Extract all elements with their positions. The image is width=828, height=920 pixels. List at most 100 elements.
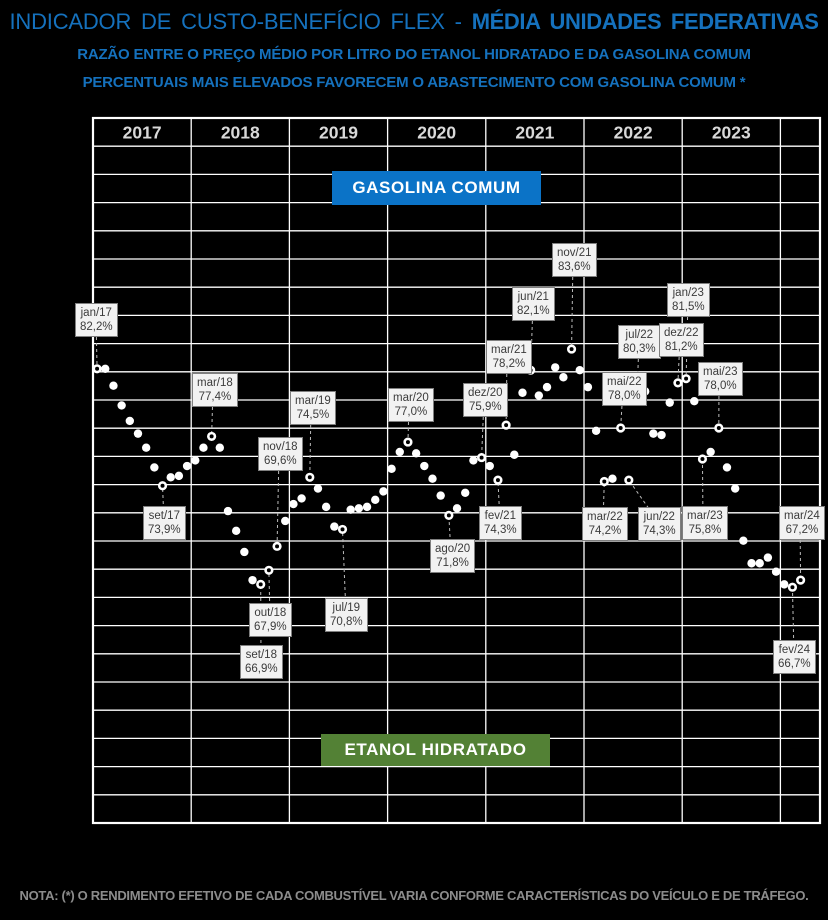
data-point-annotated bbox=[681, 374, 691, 384]
gasolina-comum-badge: GASOLINA COMUM bbox=[332, 171, 541, 205]
subtitle-ratio: RAZÃO ENTRE O PREÇO MÉDIO POR LITRO DO E… bbox=[77, 46, 751, 63]
data-point bbox=[395, 447, 404, 457]
data-point bbox=[575, 366, 584, 375]
data-point-annotated bbox=[92, 364, 102, 374]
data-point bbox=[771, 567, 781, 576]
data-point bbox=[510, 450, 519, 459]
data-point-annotated bbox=[476, 452, 487, 463]
data-point bbox=[371, 495, 380, 505]
data-point bbox=[755, 559, 764, 568]
data-point bbox=[354, 504, 364, 513]
data-point bbox=[551, 363, 560, 372]
data-point bbox=[141, 443, 151, 452]
data-point-annotated bbox=[272, 541, 282, 551]
data-point bbox=[330, 522, 339, 531]
data-point bbox=[485, 461, 494, 471]
data-point bbox=[313, 484, 323, 493]
data-point-annotated bbox=[787, 582, 798, 592]
data-point bbox=[191, 456, 200, 465]
data-point-annotated bbox=[337, 524, 348, 535]
plot-border bbox=[91, 116, 822, 825]
data-point bbox=[649, 429, 658, 438]
data-point bbox=[281, 516, 290, 526]
page-title: INDICADOR DE CUSTO-BENEFÍCIO FLEX - MÉDI… bbox=[0, 9, 828, 35]
data-point bbox=[101, 364, 110, 374]
data-point bbox=[297, 494, 306, 503]
data-point-annotated bbox=[264, 565, 274, 575]
data-point bbox=[240, 547, 249, 557]
data-point-annotated bbox=[566, 344, 577, 354]
data-point bbox=[428, 474, 437, 483]
data-point bbox=[452, 504, 462, 513]
data-point-annotated bbox=[501, 420, 511, 430]
subtitle-hint: PERCENTUAIS MAIS ELEVADOS FAVORECEM O AB… bbox=[82, 74, 746, 91]
data-point bbox=[739, 536, 748, 545]
data-point bbox=[608, 474, 617, 483]
data-point bbox=[166, 473, 175, 482]
data-point bbox=[518, 388, 527, 397]
data-point bbox=[174, 471, 184, 481]
data-point-annotated bbox=[697, 454, 708, 464]
year-label: 2021 bbox=[515, 123, 554, 143]
data-point bbox=[215, 443, 224, 452]
data-point bbox=[542, 382, 552, 392]
year-label: 2017 bbox=[123, 123, 162, 143]
year-label: 2018 bbox=[221, 123, 260, 143]
data-point bbox=[411, 449, 421, 458]
page-title-highlight: MÉDIA UNIDADES FEDERATIVAS bbox=[471, 9, 819, 34]
data-point bbox=[591, 426, 601, 435]
data-point bbox=[436, 491, 445, 500]
data-point bbox=[182, 461, 192, 471]
data-point bbox=[747, 559, 756, 568]
data-point bbox=[469, 456, 478, 465]
data-point-annotated bbox=[493, 475, 503, 485]
data-point-annotated bbox=[444, 510, 454, 520]
data-point bbox=[706, 447, 715, 457]
data-point-annotated bbox=[599, 476, 609, 487]
data-point-annotated bbox=[207, 431, 217, 442]
data-point bbox=[559, 373, 568, 382]
data-point bbox=[583, 382, 593, 392]
data-point bbox=[231, 526, 241, 536]
data-point bbox=[780, 580, 789, 589]
page-title-prefix: INDICADOR DE CUSTO-BENEFÍCIO FLEX - bbox=[9, 9, 472, 34]
data-point-annotated bbox=[796, 575, 806, 585]
data-point bbox=[665, 398, 674, 407]
data-point bbox=[730, 484, 740, 493]
data-point bbox=[125, 416, 135, 426]
data-point bbox=[150, 463, 159, 472]
data-point-annotated bbox=[403, 437, 413, 447]
data-point bbox=[657, 430, 666, 440]
data-point bbox=[534, 391, 544, 400]
data-point bbox=[289, 499, 298, 509]
data-point bbox=[420, 461, 429, 471]
data-point-annotated bbox=[157, 481, 168, 491]
data-point-annotated bbox=[616, 423, 626, 433]
data-point bbox=[690, 397, 699, 406]
data-point-annotated bbox=[305, 472, 315, 482]
label-connector bbox=[701, 458, 704, 523]
data-point bbox=[199, 443, 208, 452]
year-label: 2019 bbox=[319, 123, 358, 143]
